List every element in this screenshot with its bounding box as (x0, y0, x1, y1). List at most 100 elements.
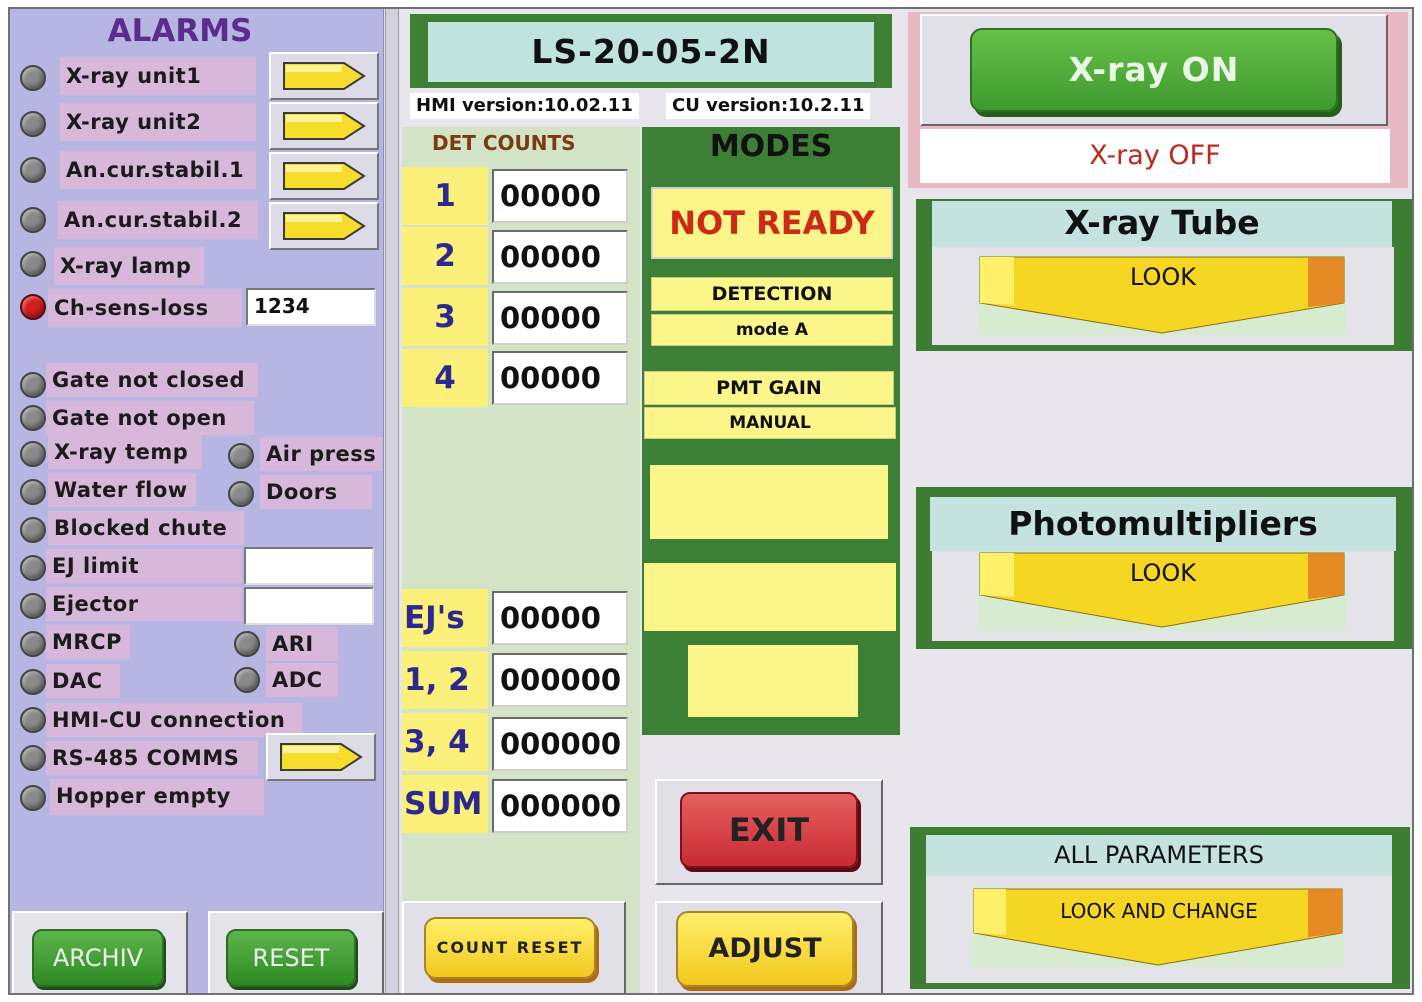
arrow-right-icon (283, 162, 366, 190)
det-count-1: 00000 (492, 169, 628, 223)
alarm-lamp-gate-not-closed (20, 372, 46, 398)
alarm-lamp-xray-unit1 (20, 65, 46, 91)
xray-on-button[interactable]: X-ray ON (970, 28, 1338, 112)
alarm-lamp-ch-sens-loss (20, 294, 46, 320)
det-count-1-2: 000000 (492, 653, 628, 707)
alarm-label-xray-temp: X-ray temp (48, 435, 202, 469)
alarm-lamp-an-cur-stabil-1 (20, 157, 46, 183)
photomultipliers-title: Photomultipliers (930, 497, 1396, 551)
hmi-screen: ALARMS X-ray unit1 X-ray unit2 An.cur.st… (8, 7, 1414, 995)
alarm-lamp-ej-limit (20, 555, 46, 581)
all-parameters-title: ALL PARAMETERS (926, 835, 1392, 875)
detection-mode: mode A (651, 314, 893, 346)
pmt-gain-label: PMT GAIN (644, 371, 894, 405)
det-count-3: 00000 (492, 291, 628, 345)
det-label-ejs: EJ's (402, 589, 488, 647)
alarm-label-dac: DAC (46, 664, 120, 698)
panel-separator (385, 9, 399, 993)
xray-off-status[interactable]: X-ray OFF (920, 129, 1390, 183)
exit-button[interactable]: EXIT (680, 792, 858, 868)
alarm-label-hmi-cu-connection: HMI-CU connection (46, 703, 302, 737)
alarm-lamp-doors (228, 481, 254, 507)
alarm-label-ejector: Ejector (46, 587, 242, 621)
alarm-lamp-xray-temp (20, 441, 46, 467)
alarm-label-xray-lamp: X-ray lamp (54, 247, 204, 285)
alarm-lamp-gate-not-open (20, 405, 46, 431)
mode-indicator-empty-3 (688, 645, 858, 717)
arrow-down-icon (978, 255, 1346, 335)
status-not-ready: NOT READY (651, 187, 893, 259)
alarm-lamp-an-cur-stabil-2 (20, 207, 46, 233)
alarm-lamp-ejector (20, 593, 46, 619)
detection-label: DETECTION (651, 277, 893, 311)
alarm-label-doors: Doors (260, 475, 372, 509)
alarm-label-blocked-chute: Blocked chute (48, 511, 244, 545)
alarm-label-xray-unit1: X-ray unit1 (60, 57, 256, 95)
det-label-sum: SUM (402, 775, 488, 833)
all-parameters-look-and-change-button[interactable]: LOOK AND CHANGE (972, 885, 1346, 969)
det-label-4: 4 (402, 349, 488, 407)
ej-limit-value (244, 547, 374, 585)
det-counts-title: DET COUNTS (432, 131, 576, 155)
det-label-3-4: 3, 4 (402, 713, 488, 771)
det-label-3: 3 (402, 288, 488, 346)
alarm-lamp-blocked-chute (20, 517, 46, 543)
alarm-label-ari: ARI (266, 627, 338, 661)
archiv-button-frame: ARCHIV (12, 911, 188, 993)
det-label-1: 1 (402, 167, 488, 225)
mode-indicator-empty-2 (644, 563, 896, 631)
photomultipliers-look-label: LOOK (1129, 559, 1197, 587)
xray-tube-title: X-ray Tube (932, 201, 1392, 247)
arrow-right-icon (283, 112, 366, 140)
det-label-2: 2 (402, 227, 488, 285)
adjust-button[interactable]: ADJUST (676, 911, 854, 987)
arrow-right-icon (280, 743, 363, 771)
alarm-lamp-xray-unit2 (20, 111, 46, 137)
ejector-value (244, 587, 374, 625)
xray-tube-look-label: LOOK (1129, 263, 1197, 291)
alarm-lamp-mrcp (20, 631, 46, 657)
cu-version: CU version:10.2.11 (666, 93, 871, 119)
alarm-lamp-hopper-empty (20, 785, 46, 811)
det-count-ejs: 00000 (492, 591, 628, 645)
an-cur-stabil-2-detail-button[interactable] (269, 202, 379, 250)
alarm-label-adc: ADC (266, 663, 338, 697)
ch-sens-loss-value: 1234 (246, 288, 376, 326)
xray-unit2-detail-button[interactable] (269, 102, 379, 150)
alarm-lamp-dac (20, 669, 46, 695)
alarm-label-mrcp: MRCP (46, 625, 130, 659)
modes-title: MODES (709, 129, 833, 164)
photomultipliers-look-button[interactable]: LOOK (978, 551, 1348, 633)
alarm-label-hopper-empty: Hopper empty (50, 779, 264, 815)
alarm-label-xray-unit2: X-ray unit2 (60, 103, 256, 141)
alarm-label-an-cur-stabil-2: An.cur.stabil.2 (58, 201, 258, 239)
det-count-3-4: 000000 (492, 717, 628, 771)
alarm-label-water-flow: Water flow (48, 473, 196, 507)
arrow-down-icon (978, 551, 1346, 631)
count-reset-button[interactable]: COUNT RESET (424, 917, 596, 979)
hmi-version: HMI version:10.02.11 (410, 93, 639, 119)
machine-title: LS-20-05-2N (428, 22, 874, 82)
det-count-sum: 000000 (492, 779, 628, 833)
reset-button[interactable]: RESET (226, 929, 356, 987)
alarm-lamp-ari (234, 631, 260, 657)
alarm-label-air-press: Air press (260, 437, 382, 471)
alarm-label-rs485-comms: RS-485 COMMS (46, 741, 258, 775)
pmt-gain-mode: MANUAL (644, 407, 896, 439)
alarm-lamp-xray-lamp (20, 251, 46, 277)
alarm-lamp-air-press (228, 443, 254, 469)
alarm-lamp-hmi-cu-connection (20, 707, 46, 733)
arrow-down-icon (972, 887, 1344, 967)
mode-indicator-empty-1 (650, 465, 888, 539)
alarm-lamp-adc (234, 667, 260, 693)
alarm-lamp-water-flow (20, 479, 46, 505)
archiv-button[interactable]: ARCHIV (32, 929, 164, 987)
xray-tube-look-button[interactable]: LOOK (978, 253, 1348, 337)
an-cur-stabil-1-detail-button[interactable] (269, 152, 379, 200)
all-parameters-look-and-change-label: LOOK AND CHANGE (1060, 899, 1258, 923)
det-count-2: 00000 (492, 230, 628, 284)
alarm-lamp-rs485-comms (20, 745, 46, 771)
det-label-1-2: 1, 2 (402, 651, 488, 709)
xray-unit1-detail-button[interactable] (269, 52, 379, 100)
rs485-comms-detail-button[interactable] (266, 733, 376, 781)
